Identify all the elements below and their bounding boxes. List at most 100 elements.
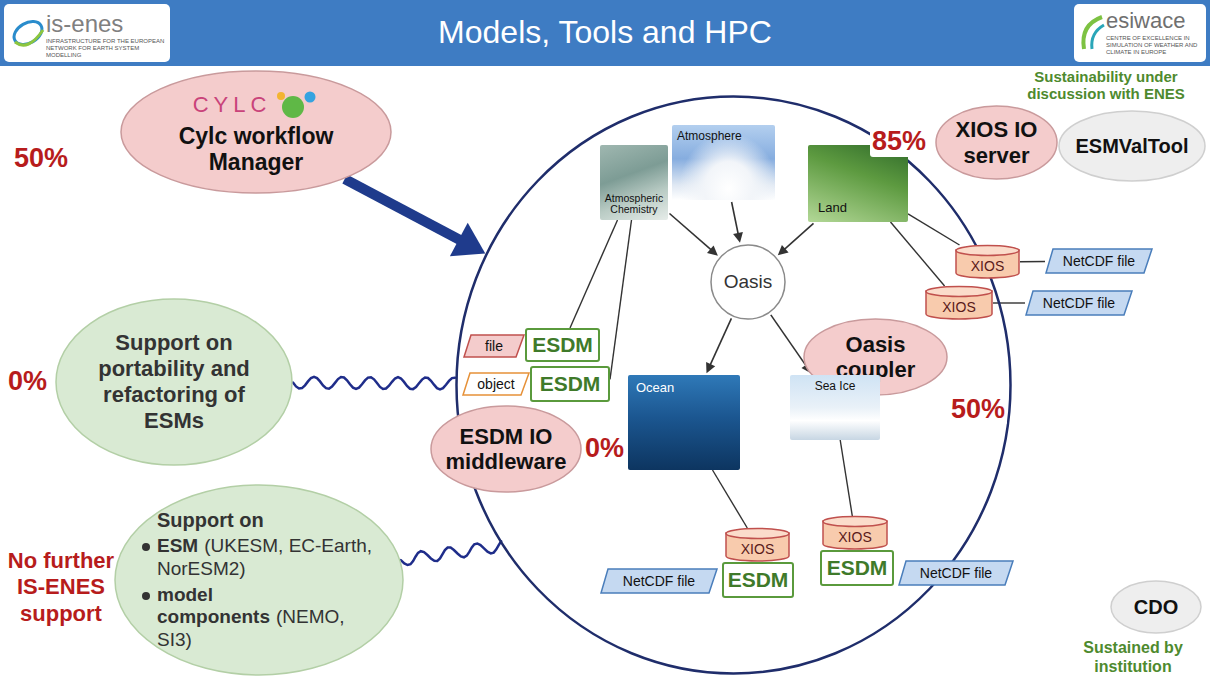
io-server-cylinder: XIOS — [725, 528, 790, 562]
line-connector — [908, 214, 960, 245]
node-text-block: Ocean — [636, 380, 674, 396]
logo-swoosh — [1092, 25, 1104, 49]
arrow-connector — [732, 202, 743, 243]
tool-ellipse: ESDM IO middleware — [430, 405, 582, 493]
node-text-block: ESMValTool — [1076, 134, 1189, 158]
node-label: file — [485, 338, 503, 355]
node-text-block: NetCDF file — [1063, 253, 1135, 270]
io-server-cylinder: XIOS — [822, 516, 888, 550]
arrow-connector — [778, 223, 814, 255]
node-label: NetCDF file — [920, 565, 992, 582]
parallelogram-shape — [1046, 249, 1152, 273]
logo-dot — [282, 96, 304, 118]
line-connector — [570, 220, 618, 328]
tool-ellipse: ESMValTool — [1058, 110, 1206, 182]
node-text-block: Support onESM(UKESM, EC-Earth, NorESM2)m… — [135, 508, 383, 652]
connector-line — [345, 179, 463, 242]
node-text-block: NetCDF file — [1043, 295, 1115, 312]
connector-line — [710, 318, 731, 365]
coupler-circle: Oasis — [710, 244, 786, 320]
node-label: Atmosphere — [677, 129, 742, 143]
connector-line — [610, 220, 632, 379]
node-text-block: Atmospheric Chemistry — [601, 193, 667, 216]
node-label: object — [477, 376, 514, 393]
bullet-item: ESM(UKESM, EC-Earth, NorESM2) — [135, 535, 383, 581]
ellipse-shape — [56, 299, 292, 465]
logo-row: CYLC — [193, 89, 320, 121]
node-text-block: Land — [818, 200, 847, 216]
node-label: Ocean — [636, 380, 674, 396]
connector-line — [771, 315, 807, 367]
component-image: Atmosphere — [672, 125, 775, 200]
logo-icon — [1076, 11, 1108, 55]
cylinder-top — [726, 529, 789, 539]
connector-line — [784, 223, 813, 249]
support-ellipse: Support on portability and refactoring o… — [55, 298, 293, 466]
cylinder-top — [926, 287, 992, 297]
bullet-dot — [142, 592, 150, 600]
arrow-connector — [345, 179, 486, 256]
support-item: ESM — [157, 535, 198, 556]
node-label: CDO — [1134, 595, 1178, 619]
node-label: XIOS IO server — [947, 117, 1047, 168]
logo-ring — [10, 17, 46, 49]
ellipse-shape — [1111, 581, 1201, 633]
tool-ellipse: XIOS IO server — [935, 105, 1058, 180]
circle-border — [457, 97, 1011, 674]
line-connector — [891, 222, 945, 286]
tool-ellipse: CDO — [1110, 580, 1202, 634]
node-label: ESDM — [728, 567, 789, 592]
node-text-block: XIOS — [741, 541, 774, 558]
component-image: Ocean — [628, 375, 740, 470]
percentage: 0% — [583, 433, 626, 464]
node-label: Oasis — [724, 271, 773, 294]
arrow-connector — [670, 214, 718, 256]
support-ellipse: Support onESM(UKESM, EC-Earth, NorESM2)m… — [114, 484, 404, 676]
arrow-head — [450, 223, 485, 257]
line-connector — [840, 440, 852, 516]
arrow-head — [778, 245, 789, 255]
node-text-block: Oasis — [724, 271, 773, 294]
node-label: ESDM — [532, 332, 593, 357]
node-text-block: ESDM IO middleware — [439, 424, 574, 475]
ellipse-shape — [936, 106, 1057, 179]
node-label: Land — [818, 200, 847, 216]
connector-line — [908, 214, 960, 245]
parallelogram-shape — [601, 569, 717, 593]
file-box: NetCDF file — [898, 560, 1014, 586]
node-text-block: XIOS — [942, 299, 975, 316]
wavy-connector — [293, 377, 455, 390]
logo-icon — [8, 11, 48, 55]
node-text-block: NetCDF file — [623, 573, 695, 590]
ellipse-shape — [115, 485, 403, 675]
line-connector — [1020, 261, 1045, 262]
esdm-logo-box: ESDM — [530, 366, 610, 402]
logo-dot — [277, 92, 285, 100]
node-text-block: ESDM — [540, 371, 601, 396]
node-text-block: Atmosphere — [677, 129, 742, 143]
node-label: Support on portability and refactoring o… — [82, 330, 267, 434]
node-text-block: XIOS — [971, 258, 1004, 275]
wavy-line — [293, 377, 455, 390]
node-label: Sea Ice — [815, 379, 856, 393]
tool-ellipse: CYLCCylc workflow Manager — [120, 70, 392, 194]
node-text-block: XIOS IO server — [947, 117, 1047, 168]
node-text-block: ESDM — [532, 332, 593, 357]
status-note: Sustainability under discussion with ENE… — [1004, 68, 1208, 102]
logo-swoosh — [15, 30, 43, 45]
support-heading: Support on — [135, 508, 383, 532]
wavy-connector — [401, 541, 501, 565]
node-label: ESDM — [540, 371, 601, 396]
node-text-block: ESDM — [728, 567, 789, 592]
logo-subtitle: INFRASTRUCTURE FOR THE EUROPEAN NETWORK … — [46, 38, 166, 59]
parallelogram-shape — [899, 561, 1013, 585]
node-label: NetCDF file — [1063, 253, 1135, 270]
node-label: ESDM — [827, 555, 888, 580]
component-image: Sea Ice — [790, 375, 880, 440]
node-text-block: CDO — [1134, 595, 1178, 619]
slide-title: Models, Tools and HPC — [200, 13, 1010, 51]
node-label: NetCDF file — [623, 573, 695, 590]
wavy-line — [401, 541, 501, 565]
node-label: XIOS — [741, 541, 774, 558]
